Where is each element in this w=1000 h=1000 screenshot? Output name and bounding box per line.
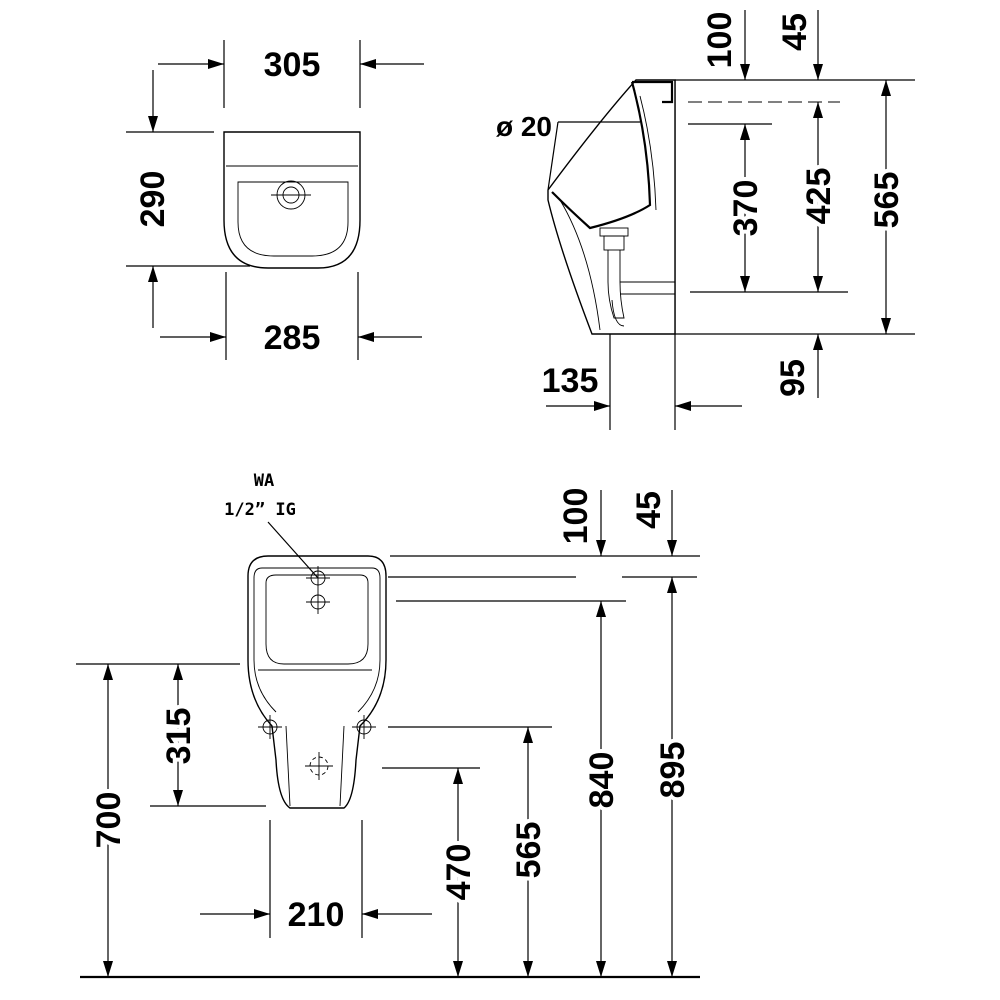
top-view-outline: [223, 131, 361, 269]
dim-side-565: 565: [868, 172, 906, 229]
dim-pipe-diameter: ø 20: [496, 111, 552, 142]
dim-side-135: 135: [542, 362, 599, 400]
dim-front-840: 840: [583, 752, 621, 809]
siphon-trap: [599, 227, 675, 327]
top-view-drain: [271, 180, 311, 210]
dim-285: 285: [264, 319, 321, 357]
dim-front-210: 210: [288, 896, 345, 934]
dim-front-700: 700: [90, 792, 128, 849]
dim-front-100: 100: [557, 488, 595, 545]
side-view-outline: [547, 79, 676, 335]
dim-side-95: 95: [774, 359, 812, 397]
front-view: WA 1/2” IG 100 45 700 315: [76, 471, 700, 979]
dim-front-315: 315: [160, 708, 198, 765]
dim-side-100: 100: [701, 12, 739, 69]
inlet-label-line1: WA: [254, 471, 274, 491]
top-view: 305 290 285: [126, 40, 424, 360]
dim-290: 290: [134, 171, 172, 228]
dim-side-45: 45: [776, 13, 814, 51]
side-view: ø 20 100 45 370 425 565 95: [496, 10, 915, 430]
dim-side-370: 370: [727, 180, 765, 237]
dim-front-470: 470: [440, 844, 478, 901]
dim-side-425: 425: [800, 168, 838, 225]
dim-305: 305: [264, 46, 321, 84]
inlet-label-line2: 1/2” IG: [224, 500, 296, 520]
dim-front-45: 45: [630, 491, 668, 529]
dim-front-895: 895: [654, 742, 692, 799]
outlet-marker: [305, 752, 333, 780]
dim-front-565: 565: [510, 822, 548, 879]
front-view-outline: [247, 555, 387, 809]
